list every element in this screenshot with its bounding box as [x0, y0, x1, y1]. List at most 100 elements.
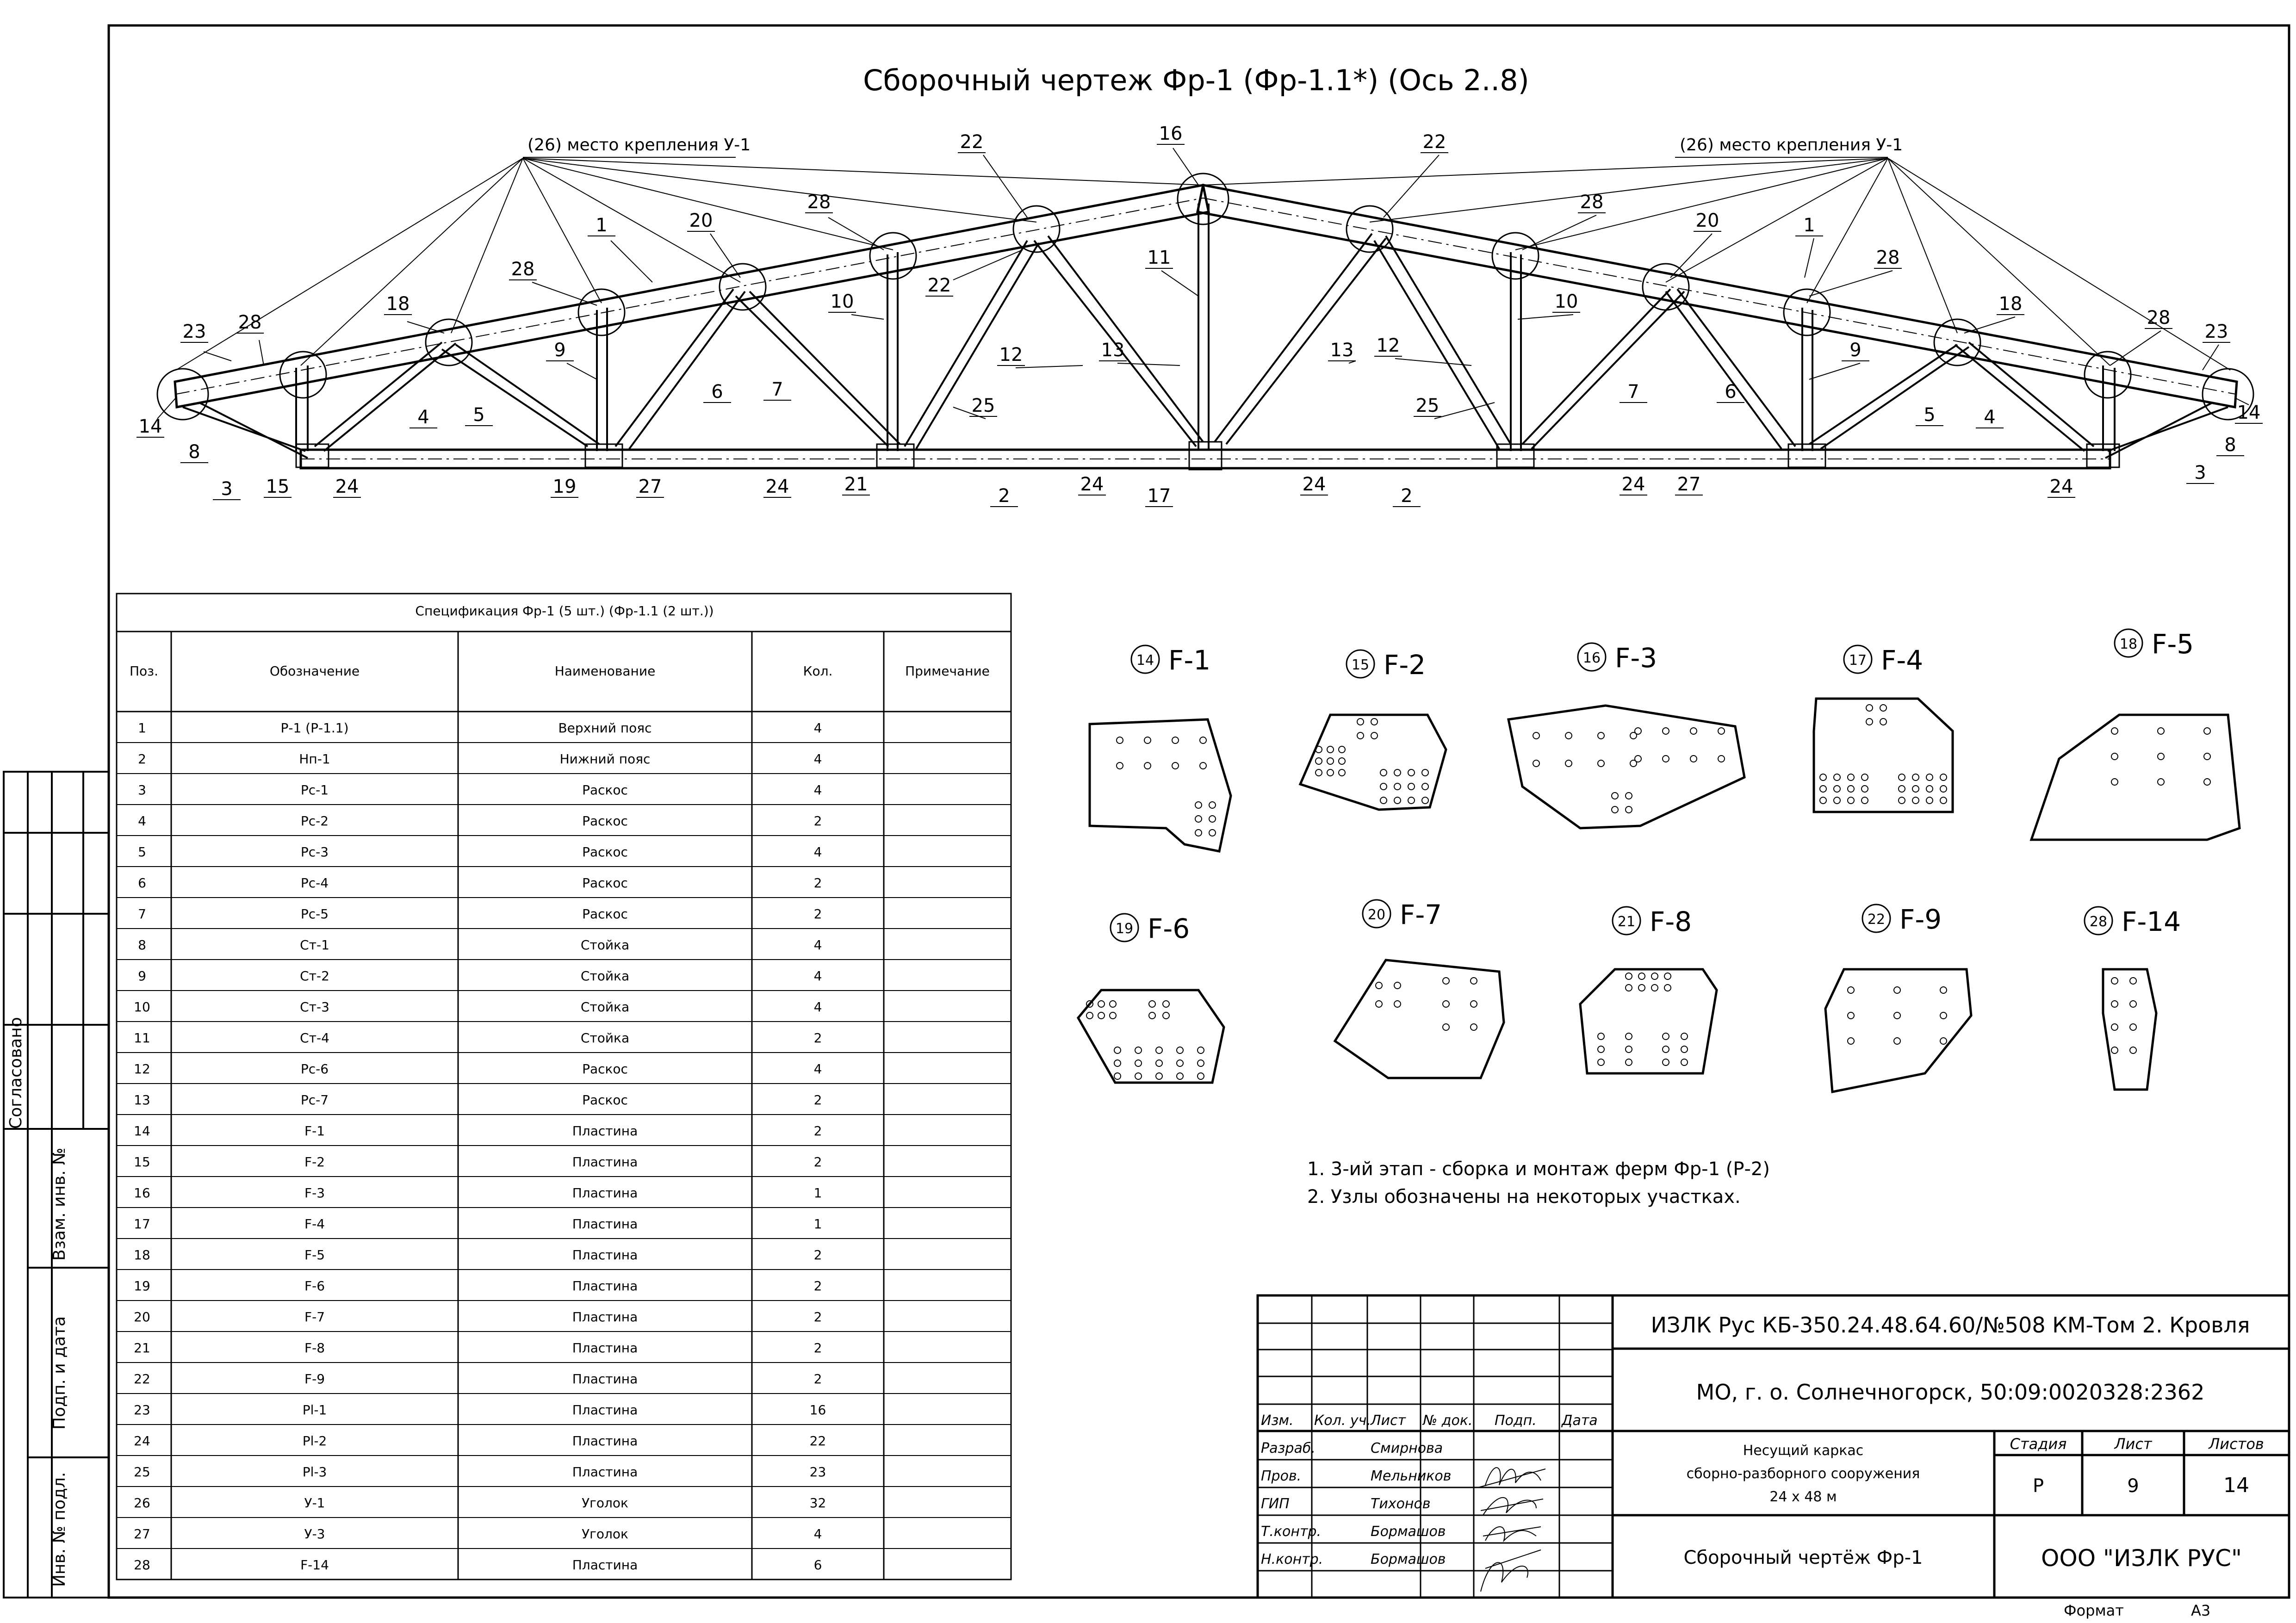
plate-label: F-2 [1384, 649, 1426, 681]
tb-role: Н.контр. [1261, 1551, 1323, 1567]
plate-f2-shape [1298, 713, 1447, 811]
bolt-hole [2111, 977, 2118, 985]
spec-cell: F-6 [304, 1278, 325, 1294]
callout-leader [384, 314, 445, 334]
spec-cell: F-3 [304, 1185, 325, 1201]
bolt-hole [1625, 1033, 1632, 1040]
spec-cell: Пластина [572, 1216, 638, 1232]
callout-leader [1809, 360, 1869, 380]
bolt-hole [1833, 797, 1841, 804]
bolt-hole [1315, 746, 1322, 753]
callout-label: 22 [1423, 131, 1446, 153]
callout-label: 28 [511, 259, 535, 280]
bolt-hole [1940, 785, 1947, 793]
sheets-label: Листов [2208, 1435, 2264, 1453]
bolt-hole [1195, 829, 1202, 836]
bolt-hole [2203, 778, 2211, 786]
spec-cell: Рс-6 [301, 1061, 329, 1077]
callout-label: 17 [1148, 485, 1171, 507]
callout-label: 18 [386, 293, 410, 315]
plate-number: 19 [1116, 921, 1133, 937]
bolt-hole [1470, 1023, 1477, 1031]
bolt-hole [1155, 1047, 1163, 1054]
spec-cell: Ст-2 [300, 968, 329, 984]
bolt-hole [1565, 760, 1572, 767]
tb-role: Пров. [1261, 1468, 1301, 1484]
callout-label: 10 [831, 291, 854, 312]
tb-person: Тихонов [1371, 1496, 1431, 1512]
callout-label: 27 [1677, 474, 1701, 495]
sheet-title: Сборочный чертёж Фр-1 [1683, 1547, 1923, 1568]
bolt-hole [1408, 797, 1415, 804]
callout-label: 5 [473, 404, 484, 426]
plate-f4-shape [1812, 697, 1954, 813]
bolt-hole [1197, 1059, 1204, 1067]
callout-label: 4 [417, 407, 429, 428]
spec-cell: Стойка [581, 999, 629, 1015]
bolt-hole [1442, 977, 1450, 985]
plate-number-circle [1843, 644, 1873, 674]
plate-label: F-6 [1148, 913, 1190, 944]
bolt-hole [1893, 1012, 1901, 1019]
bolt-hole [1597, 1046, 1605, 1053]
note-1: 1. 3-ий этап - сборка и монтаж ферм Фр-1… [1307, 1158, 1770, 1180]
bolt-hole [1114, 1072, 1121, 1080]
bolt-hole [1940, 1037, 1947, 1045]
bolt-hole [1940, 1012, 1947, 1019]
bolt-hole [1690, 755, 1697, 762]
spec-cell: Раскос [582, 1061, 628, 1077]
title-block [1256, 1294, 2290, 1599]
callout-label: 3 [2194, 462, 2206, 483]
object-line-2: сборно-разборного сооружения [1687, 1466, 1920, 1482]
bolt-hole [1718, 727, 1725, 735]
bolt-hole [1664, 973, 1671, 980]
spec-cell: Пластина [572, 1557, 638, 1573]
object-line-3: 24 х 48 м [1769, 1489, 1837, 1505]
callout-leader [1414, 402, 1495, 419]
spec-cell: Ст-4 [300, 1030, 329, 1046]
callout-label: 9 [1849, 340, 1861, 361]
spec-cell: Рс-5 [301, 906, 329, 922]
bolt-hole [1327, 757, 1334, 765]
plate-number-circle [1577, 642, 1607, 672]
spec-cell: Стойка [581, 968, 629, 984]
bolt-hole [1144, 762, 1151, 769]
spec-cell: Уголок [582, 1526, 628, 1542]
spec-cell: Ст-3 [300, 999, 329, 1015]
bolt-hole [1847, 1037, 1855, 1045]
bolt-hole [1199, 762, 1207, 769]
bolt-hole [1394, 982, 1401, 989]
spec-cell: 19 [134, 1278, 150, 1294]
drawing-title: Сборочный чертеж Фр-1 (Фр-1.1*) (Ось 2..… [863, 63, 1529, 97]
bolt-hole [1940, 774, 1947, 781]
spec-cell: 2 [814, 1092, 822, 1108]
spec-cell: 24 [134, 1433, 150, 1449]
bolt-hole [1176, 1059, 1184, 1067]
bolt-hole [1681, 1033, 1688, 1040]
company-name: ООО "ИЗЛК РУС" [2041, 1545, 2242, 1572]
bolt-hole [1394, 783, 1401, 790]
spec-cell: Ст-1 [300, 937, 329, 953]
spec-cell: Pl-1 [303, 1402, 327, 1418]
bolt-hole [1880, 704, 1887, 712]
bolt-hole [1898, 785, 1905, 793]
top-chord-right [1196, 184, 2238, 409]
callout-leader [2202, 342, 2230, 371]
bolt-hole [1394, 1000, 1401, 1008]
bolt-hole [1597, 760, 1605, 767]
bolt-hole [1597, 1059, 1605, 1066]
spec-cell: 4 [814, 751, 822, 767]
spec-cell: 4 [814, 782, 822, 798]
tb-col-header: Изм. [1261, 1412, 1294, 1429]
callout-leader [953, 407, 997, 419]
bolt-hole [1135, 1072, 1142, 1080]
bolt-hole [1144, 737, 1151, 744]
bolt-hole [1912, 785, 1919, 793]
plate-number: 16 [1583, 650, 1601, 666]
spec-cell: F-4 [304, 1216, 325, 1232]
plate-f14-shape [2102, 968, 2158, 1091]
bolt-hole [1421, 797, 1429, 804]
